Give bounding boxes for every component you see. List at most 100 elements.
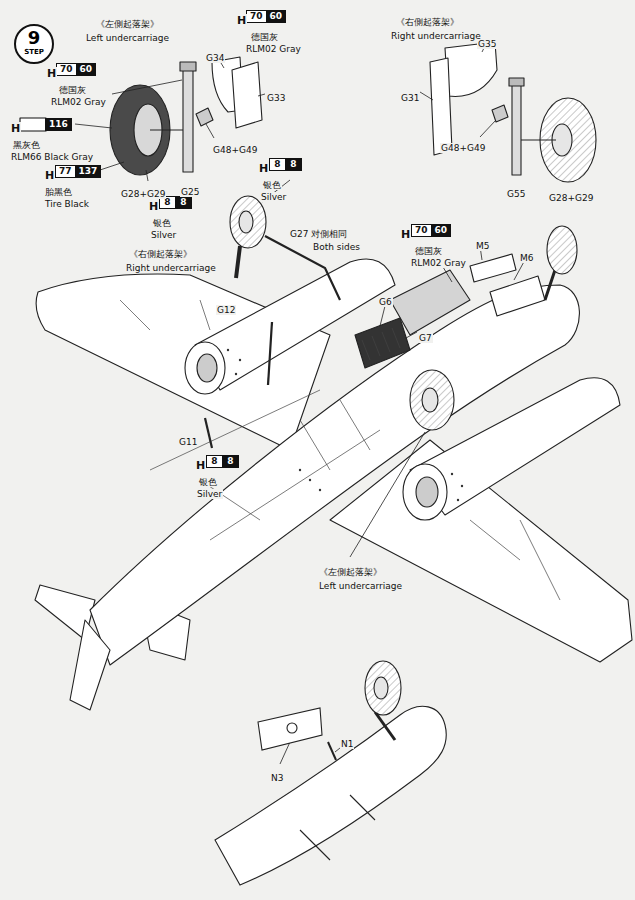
label-holder: 《左側起落架》 xyxy=(95,12,160,31)
label-holder: Right undercarriage xyxy=(125,256,217,275)
paint-code-box: 70 xyxy=(56,63,77,76)
illustration-line xyxy=(206,124,214,138)
part-label: RLM02 Gray xyxy=(50,97,107,107)
illustration-line xyxy=(461,485,463,487)
label-holder: Left undercarriage xyxy=(85,26,170,45)
paint-code-box: 70 xyxy=(246,10,267,23)
part-label: G34 xyxy=(205,53,225,63)
illustration-line xyxy=(112,80,182,94)
label-holder: 德国灰 xyxy=(414,239,443,258)
illustration-line xyxy=(20,118,46,131)
illustration-line xyxy=(215,661,446,885)
part-label: H xyxy=(400,228,411,241)
part-label: G12 xyxy=(216,305,236,315)
paint-number: 8 xyxy=(180,197,186,207)
part-label: N3 xyxy=(270,773,284,783)
illustration-line xyxy=(470,254,516,282)
part-label: 黑灰色 xyxy=(12,140,41,150)
part-label: Silver xyxy=(150,230,177,240)
label-holder: H xyxy=(46,62,57,81)
illustration-line xyxy=(183,70,193,172)
part-label: RLM02 Gray xyxy=(245,44,302,54)
part-label: M5 xyxy=(475,241,491,251)
step-number: STEP xyxy=(16,48,52,57)
label-holder: G55 xyxy=(506,182,526,201)
part-label: 《右側起落架》 xyxy=(395,17,460,27)
illustration-line xyxy=(350,795,375,820)
label-holder: Silver xyxy=(150,223,177,242)
part-label: H xyxy=(10,122,21,135)
paint-code-box: 8 xyxy=(175,196,192,209)
part-label: Both sides xyxy=(312,242,361,252)
illustration-line xyxy=(70,620,110,710)
part-label: M6 xyxy=(519,253,535,263)
label-holder: 德国灰 xyxy=(250,25,279,44)
illustration-line xyxy=(340,400,370,450)
illustration-line xyxy=(100,162,124,170)
illustration-line xyxy=(230,196,266,248)
label-holder: G12 xyxy=(216,298,236,317)
label-holder: G48+G49 xyxy=(212,138,258,157)
illustration-line xyxy=(299,469,301,471)
label-holder: RLM02 Gray xyxy=(245,37,302,56)
illustration-line xyxy=(545,270,555,300)
illustration-line xyxy=(309,479,311,481)
paint-number: 60 xyxy=(80,64,93,74)
illustration-line xyxy=(470,520,520,560)
label-holder: H xyxy=(10,117,21,136)
label-holder: G25 xyxy=(180,180,200,199)
illustration-line xyxy=(420,92,433,100)
part-label: G25 xyxy=(180,187,200,197)
label-holder: H xyxy=(400,223,411,242)
part-label: G48+G49 xyxy=(212,145,258,155)
label-holder: 德国灰 xyxy=(58,78,87,97)
illustration-line xyxy=(200,300,210,330)
illustration-line xyxy=(319,489,321,491)
label-holder: RLM66 Black Gray xyxy=(10,145,94,164)
part-label: 德国灰 xyxy=(58,85,87,95)
illustration-line xyxy=(392,328,400,348)
paint-number: 8 xyxy=(211,456,217,466)
illustration-line xyxy=(239,211,253,233)
paint-code-box: 137 xyxy=(75,165,102,178)
part-label: G48+G49 xyxy=(440,143,486,153)
illustration-line xyxy=(509,78,524,86)
label-holder: Both sides xyxy=(312,235,361,254)
illustration-line xyxy=(480,120,496,137)
paint-number: 70 xyxy=(415,225,428,235)
paint-code-box: 60 xyxy=(431,224,452,237)
part-label: Left undercarriage xyxy=(318,581,403,591)
part-label: H xyxy=(44,169,55,182)
label-holder: 银色 xyxy=(198,470,218,489)
label-holder: H xyxy=(258,157,269,176)
part-label: 银色 xyxy=(198,477,218,487)
label-holder: H xyxy=(195,454,206,473)
illustration-line xyxy=(197,354,217,382)
label-holder: G48+G49 xyxy=(440,136,486,155)
illustration-line xyxy=(512,85,521,175)
part-label: G35 xyxy=(477,39,497,49)
illustration-line xyxy=(521,139,556,140)
illustration-line xyxy=(372,336,380,356)
label-holder: Silver xyxy=(196,482,223,501)
part-label: 胎黑色 xyxy=(44,187,73,197)
illustration-line xyxy=(457,499,459,501)
label-holder: RLM02 Gray xyxy=(410,251,467,270)
illustration-line xyxy=(120,300,560,600)
label-holder: H xyxy=(236,9,247,28)
paint-code-box: 77 xyxy=(55,165,76,178)
label-holder: 胎黑色 xyxy=(44,180,73,199)
part-label: 银色 xyxy=(152,218,172,228)
label-holder: M6 xyxy=(519,246,535,265)
illustration-line xyxy=(75,44,526,764)
paint-code-box: 8 xyxy=(285,158,302,171)
paint-number: 137 xyxy=(79,166,98,176)
part-label: Silver xyxy=(260,192,287,202)
label-holder: H xyxy=(44,164,55,183)
label-holder: 银色 xyxy=(152,211,172,230)
paint-number: 8 xyxy=(290,159,296,169)
label-holder: M5 xyxy=(475,234,491,253)
illustration-line xyxy=(374,677,388,699)
part-label: G28+G29 xyxy=(548,193,594,203)
